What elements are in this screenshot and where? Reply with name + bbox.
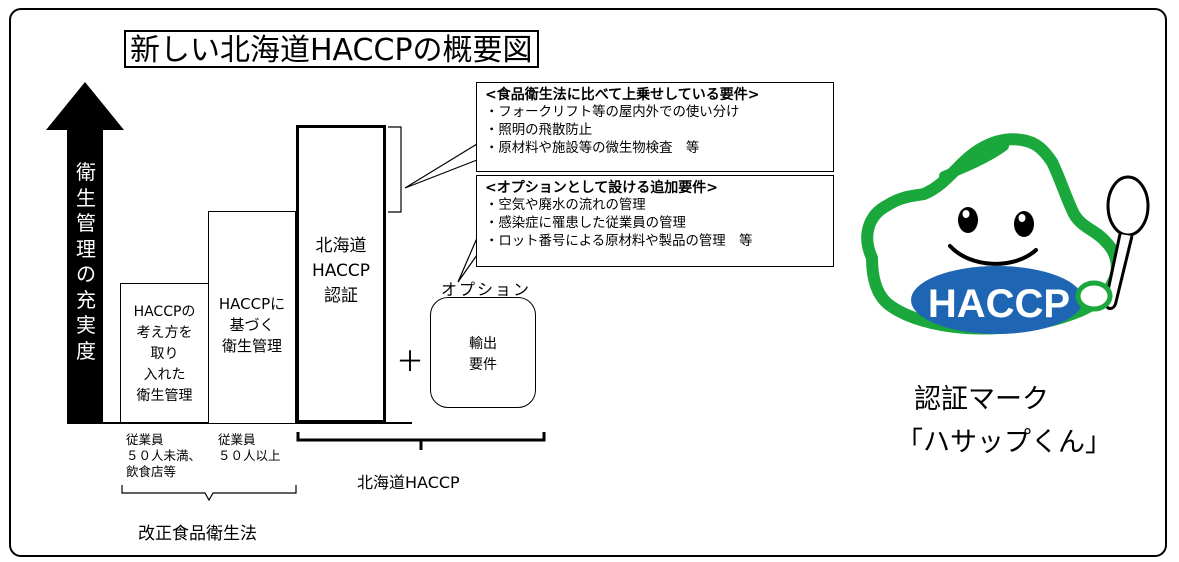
note-option-requirements: <オプションとして設ける追加要件> ・空気や廃水の流れの管理 ・感染症に罹患した… [476,175,834,267]
axis-label-char: 生 [76,185,96,210]
mark-caption: 認証マーク 「ハサップくん」 [896,378,1112,464]
axis-label-char: 度 [76,338,96,363]
axis-label-char: 衛 [76,160,96,184]
note-additional-heading: <食品衛生法に比べて上乗せしている要件> [485,87,760,103]
note-additional-item: ・原材料や施設等の微生物検査 等 [485,141,700,156]
mark-caption-line2: 「ハサップくん」 [896,427,1112,458]
scope-label-hokkaido-haccp: 北海道HACCP [357,473,460,492]
note-option-item: ・ロット番号による原材料や製品の管理 等 [485,234,753,249]
axis-label-hygiene-level: 衛生管理の充実度 [69,160,103,364]
option-label: オプション [441,280,532,299]
scope-label-revised-food-law: 改正食品衛生法 [138,524,257,544]
option-box-export: 輸出要件 [430,297,536,408]
note-additional-item: ・照明の飛散防止 [485,123,593,138]
extra-requirements-bracket [388,126,402,213]
option-box-text: 輸出要件 [469,336,497,373]
axis-label-char: の [76,262,96,286]
up-arrow-icon [46,82,124,424]
hokkaido-bracket [296,432,546,442]
haccp-badge-text: HACCP [928,282,1070,326]
plus-sign: ＋ [396,345,425,378]
level-box-haccp-based: HACCPに基づく衛生管理 [208,211,296,423]
level-text-haccp-concept: HACCPの考え方を取り入れた衛生管理 [133,304,196,404]
note-additional-requirements: <食品衛生法に比べて上乗せしている要件> ・フォークリフト等の屋内外での使い分け… [476,82,834,172]
axis-label-char: 理 [76,236,96,261]
level-box-haccp-concept: HACCPの考え方を取り入れた衛生管理 [120,283,209,423]
note-additional-item: ・フォークリフト等の屋内外での使い分け [485,105,740,120]
diagram-title: 新しい北海道HACCPの概要図 [124,30,539,68]
law-bracket [121,485,297,502]
level-text-haccp-based: HACCPに基づく衛生管理 [218,295,286,355]
axis-label-char: 充 [76,287,96,312]
axis-label-char: 管 [76,211,96,235]
haccp-mascot-icon [861,133,1150,335]
note-option-heading: <オプションとして設ける追加要件> [485,180,719,196]
note-option-item: ・感染症に罹患した従業員の管理 [485,216,686,231]
diagram-frame [9,8,1167,557]
axis-label-char: 実 [76,313,96,337]
note-option-item: ・空気や廃水の流れの管理 [485,198,646,213]
mark-caption-line1: 認証マーク [914,384,1049,415]
